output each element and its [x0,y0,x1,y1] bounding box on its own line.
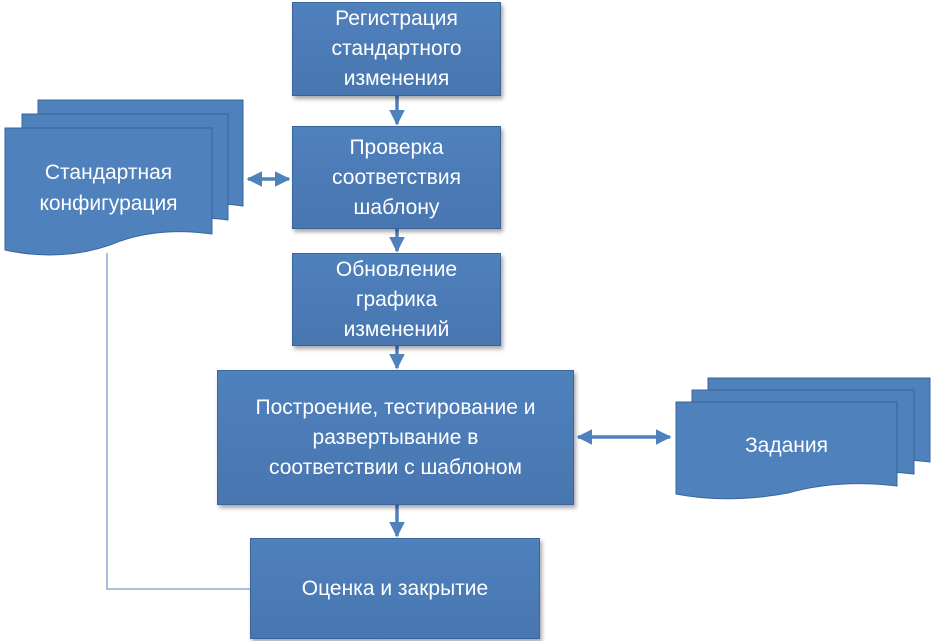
node-template-check: Проверка соответствия шаблону [292,126,501,229]
tasks-label: Задания [745,434,828,457]
standard-config-document [4,99,244,256]
node-schedule-update-label: Обновление графика изменений [335,257,458,341]
node-schedule-update: Обновление графика изменений [292,253,501,346]
tasks-document [675,377,931,500]
node-evaluate-close: Оценка и закрытие [250,538,540,639]
node-build-test-deploy: Построение, тестирование и развертывание… [217,370,574,505]
connector-config-to-close [106,253,250,590]
node-registration-label: Регистрация стандартного изменения [331,7,462,90]
node-template-check-label: Проверка соответствия шаблону [332,135,461,219]
node-registration: Регистрация стандартного изменения [292,2,501,96]
node-evaluate-close-label: Оценка и закрытие [301,576,489,600]
node-build-test-deploy-label: Построение, тестирование и развертывание… [255,395,536,479]
standard-config-label: Стандартная конфигурация [39,161,178,215]
